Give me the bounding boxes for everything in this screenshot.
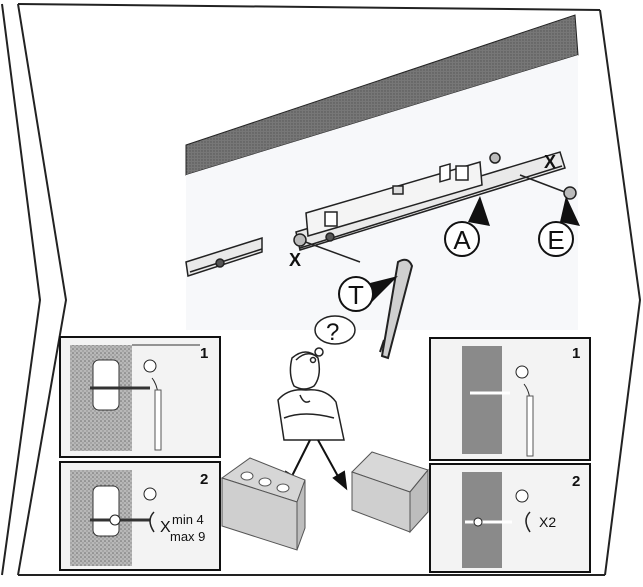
spirit-level (305, 161, 483, 237)
tool-drill (379, 258, 414, 360)
right-panel-step-2 (429, 463, 591, 573)
callout-a: A (444, 196, 490, 257)
rail-x-right: X (544, 152, 556, 172)
hollow-brick (220, 457, 306, 551)
solid-brick (351, 451, 429, 534)
screws (293, 152, 577, 263)
thinking-person (277, 351, 345, 441)
svg-text:T: T (348, 280, 364, 310)
left-panel-2-max-label: max 9 (170, 529, 205, 544)
callout-e: E (538, 196, 580, 257)
callout-t: T (338, 276, 398, 312)
left-panel-2-x-label: X (160, 519, 171, 536)
svg-text:A: A (453, 225, 471, 255)
chevron-frame (1, 3, 642, 576)
left-panel-2-step-number: 2 (200, 471, 208, 488)
question-mark: ? (326, 319, 339, 346)
right-panel-2-step-number: 2 (572, 473, 580, 490)
left-panel-step-1 (59, 336, 221, 458)
rail-x-left: X (289, 250, 301, 270)
left-panel-step-2 (59, 461, 221, 571)
svg-text:E: E (547, 225, 564, 255)
left-panel-1-step-number: 1 (200, 345, 208, 362)
right-panel-1-step-number: 1 (572, 345, 580, 362)
right-panel-2-x2-label: X2 (539, 514, 556, 530)
thought-bubble (309, 315, 356, 364)
right-panel-step-1 (429, 337, 591, 461)
left-panel-2-min-label: min 4 (172, 512, 204, 527)
